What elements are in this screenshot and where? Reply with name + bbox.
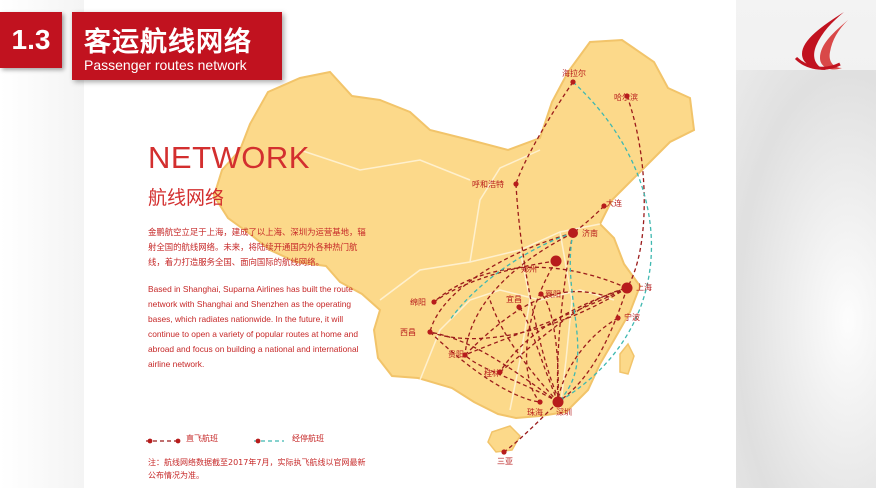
city-marker-dalian xyxy=(601,203,607,209)
section-title-cn: 客运航线网络 xyxy=(84,27,252,58)
city-marker-hailaer xyxy=(570,79,576,85)
city-label-ningbo: 宁波 xyxy=(624,312,640,322)
city-marker-guiyang xyxy=(462,352,468,358)
section-title-banner: 客运航线网络 Passenger routes network xyxy=(72,12,282,80)
hainan-island-shape xyxy=(487,425,521,453)
intro-paragraph-en: Based in Shanghai, Suparna Airlines has … xyxy=(148,284,359,369)
city-label-xiangyang: 襄阳 xyxy=(545,289,561,299)
stopover-routes xyxy=(449,81,653,403)
city-marker-zhuhai xyxy=(537,399,543,405)
city-marker-xiangyang xyxy=(538,291,544,297)
city-marker-zhengzhou xyxy=(550,255,562,267)
city-label-shanghai: 上海 xyxy=(636,282,652,292)
legend-stopover-symbol xyxy=(254,438,284,444)
city-marker-yichang xyxy=(516,304,522,310)
city-marker-shanghai xyxy=(621,282,633,294)
footnote: 注：航线网络数据截至2017年7月，实际执飞航线以官网最新公布情况为准。 xyxy=(148,458,366,480)
city-label-dalian: 大连 xyxy=(606,198,622,208)
left-margin-panel xyxy=(0,0,84,488)
section-title-en: Passenger routes network xyxy=(84,57,247,73)
city-marker-sanya xyxy=(501,449,507,455)
city-label-hailaer: 海拉尔 xyxy=(562,68,586,78)
city-marker-haerbin xyxy=(624,93,630,99)
city-label-guilin: 桂林 xyxy=(484,368,500,378)
city-label-mianyang: 绵阳 xyxy=(410,297,426,307)
city-label-huhehaote: 呼和浩特 xyxy=(472,179,504,189)
network-heading-cn: 航线网络 xyxy=(148,187,225,209)
network-heading-en: NETWORK xyxy=(148,140,310,175)
city-marker-mianyang xyxy=(431,299,437,305)
legend-direct-symbol xyxy=(146,438,181,444)
china-map-shape xyxy=(212,38,696,420)
taiwan-island-shape xyxy=(619,342,635,375)
city-label-sanya: 三亚 xyxy=(497,457,513,466)
city-label-zhuhai: 珠海 xyxy=(527,407,543,417)
city-label-yichang: 宜昌 xyxy=(506,294,522,304)
city-label-shenzhen: 深圳 xyxy=(556,407,572,417)
city-label-haerbin: 哈尔滨 xyxy=(614,92,638,102)
city-marker-ningbo xyxy=(615,315,621,321)
legend-stopover-label: 经停航班 xyxy=(292,434,324,443)
right-decorative-panel xyxy=(736,70,876,488)
section-number-badge: 1.3 xyxy=(0,12,62,68)
legend-direct-label: 直飞航班 xyxy=(186,434,218,443)
direct-routes xyxy=(429,81,645,453)
city-label-guiyang: 贵阳 xyxy=(448,349,464,359)
airline-logo-icon xyxy=(794,12,848,70)
city-marker-jinan xyxy=(568,228,578,238)
city-marker-huhehaote xyxy=(513,181,519,187)
city-marker-guilin xyxy=(497,369,503,375)
intro-paragraph-cn: 金鹏航空立足于上海，建成了以上海、深圳为运营基地，辐射全国的航线网络。未来，将陆… xyxy=(148,227,366,267)
city-marker-xichang xyxy=(427,329,433,335)
city-marker-shenzhen xyxy=(552,396,564,408)
city-label-xichang: 西昌 xyxy=(400,328,416,337)
city-label-zhengzhou: 郑州 xyxy=(521,264,537,274)
city-label-jinan: 济南 xyxy=(582,228,598,238)
